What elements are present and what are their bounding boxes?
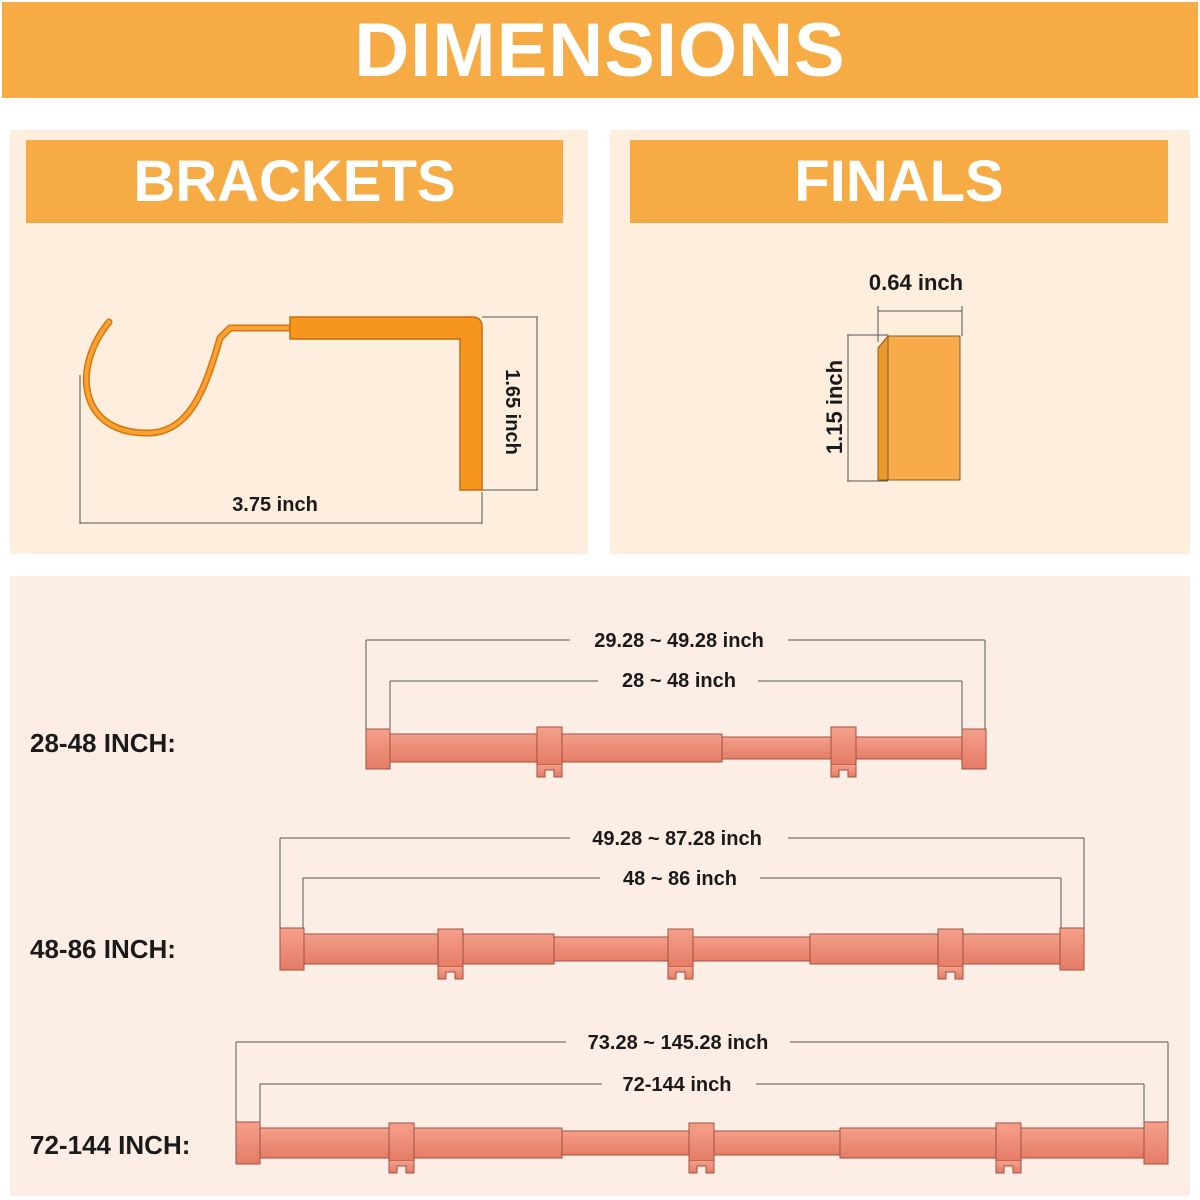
rod-sizes-section <box>10 576 1190 1196</box>
brackets-title: BRACKETS <box>133 149 456 214</box>
rod-2-tube-a <box>301 933 555 965</box>
rod-3-inner-dim: 72-144 inch <box>623 1074 732 1096</box>
bracket-width-label: 3.75 inch <box>232 494 318 516</box>
rod-1-bracket-right <box>830 726 857 766</box>
rod-3-bracket-left <box>388 1122 415 1162</box>
brackets-title-bar: BRACKETS <box>26 140 563 223</box>
rod-2-outer-dim: 49.28 ~ 87.28 inch <box>592 828 762 850</box>
rod-2-tube-c <box>809 933 1063 965</box>
rod-3 <box>235 1121 1169 1174</box>
rod-2-bracket-mid <box>667 928 694 968</box>
finals-panel: FINALS 0.64 inch 1.15 inch <box>610 130 1190 554</box>
finial-height-label: 1.15 inch <box>822 360 847 454</box>
rod-2-dimensions: 49.28 ~ 87.28 inch 48 ~ 86 inch <box>279 828 1085 928</box>
rod-1-bracket-left <box>536 726 563 766</box>
rod-size-label-2: 48-86 INCH: <box>30 934 176 964</box>
finals-title-bar: FINALS <box>630 140 1168 223</box>
rod-3-dimensions: 73.28 ~ 145.28 inch 72-144 inch <box>235 1032 1169 1122</box>
page-title: DIMENSIONS <box>354 7 846 93</box>
rod-2 <box>279 927 1085 980</box>
rod-3-tube-c <box>839 1127 1147 1159</box>
rod-3-finial-left <box>235 1121 261 1165</box>
rod-3-bracket-mid <box>688 1122 715 1162</box>
brackets-panel: BRACKETS 1.65 inch 3.75 inch <box>10 130 588 554</box>
rod-1-finial-left <box>365 728 391 770</box>
rod-1-dimensions: 29.28 ~ 49.28 inch 28 ~ 48 inch <box>365 630 986 730</box>
finial-diagram: 0.64 inch 1.15 inch <box>822 270 963 482</box>
rod-2-inner-dim: 48 ~ 86 inch <box>623 868 737 890</box>
rod-3-outer-dim: 73.28 ~ 145.28 inch <box>588 1032 769 1054</box>
header-banner: DIMENSIONS <box>2 2 1198 98</box>
rod-2-bracket-right <box>937 928 964 968</box>
finial-width-label: 0.64 inch <box>869 270 963 295</box>
rod-1-finial-right <box>961 728 987 770</box>
bracket-diagram: 1.65 inch 3.75 inch <box>79 316 538 524</box>
rod-size-label-3: 72-144 INCH: <box>30 1130 191 1160</box>
finals-title: FINALS <box>794 149 1004 214</box>
rod-1-outer-dim: 29.28 ~ 49.28 inch <box>594 630 764 652</box>
rod-3-bracket-right <box>995 1122 1022 1162</box>
rod-2-bracket-left <box>437 928 464 968</box>
bracket-body <box>289 316 483 491</box>
rod-2-finial-left <box>279 927 305 971</box>
rod-size-label-1: 28-48 INCH: <box>30 728 176 758</box>
rod-2-finial-right <box>1059 927 1085 971</box>
finial-block <box>887 335 961 481</box>
rod-1-inner-dim: 28 ~ 48 inch <box>622 670 736 692</box>
rod-1 <box>365 726 987 778</box>
rod-3-finial-right <box>1143 1121 1169 1165</box>
bracket-height-label: 1.65 inch <box>501 369 523 455</box>
